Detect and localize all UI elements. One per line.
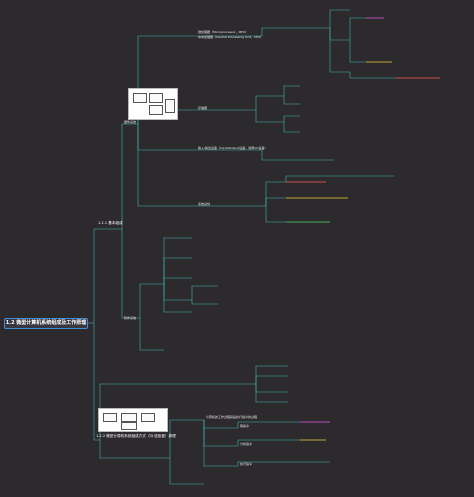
io-devices-label[interactable]: 输入/输出设备（Input/Output设备，简称I/O设备）	[198, 146, 268, 150]
system-bus-label[interactable]: 系统总线	[198, 202, 211, 206]
root-node[interactable]: 1.2 微型计算机系统组成及工作原理	[4, 318, 88, 329]
execute-instruction-label[interactable]: 执行指令	[240, 462, 253, 466]
software-system-label[interactable]: 软件系统	[124, 316, 137, 320]
instruction-process-label[interactable]: 计算机的工作过程就是执行指令的过程	[206, 415, 258, 419]
cpu-label[interactable]: 中央处理器（Central Processing Unit，CPU）	[198, 35, 264, 39]
hardware-structure-figure	[128, 88, 178, 120]
von-neumann-figure	[98, 408, 168, 432]
branch-von-neumann[interactable]: 1.2.2 微型计算机系统组成方式（冯·诺依曼）原理	[96, 434, 176, 438]
decode-instruction-label[interactable]: 分析指令	[240, 442, 253, 446]
hardware-system-label[interactable]: 硬件系统	[124, 120, 137, 124]
microprocessor-label[interactable]: 微处理器（Microprocessor，MPU）	[198, 30, 249, 34]
fetch-instruction-label[interactable]: 取指令	[240, 424, 250, 428]
memory-label[interactable]: 存储器	[198, 106, 208, 110]
branch-basic-composition[interactable]: 1.2.1 基本组成	[98, 221, 123, 225]
